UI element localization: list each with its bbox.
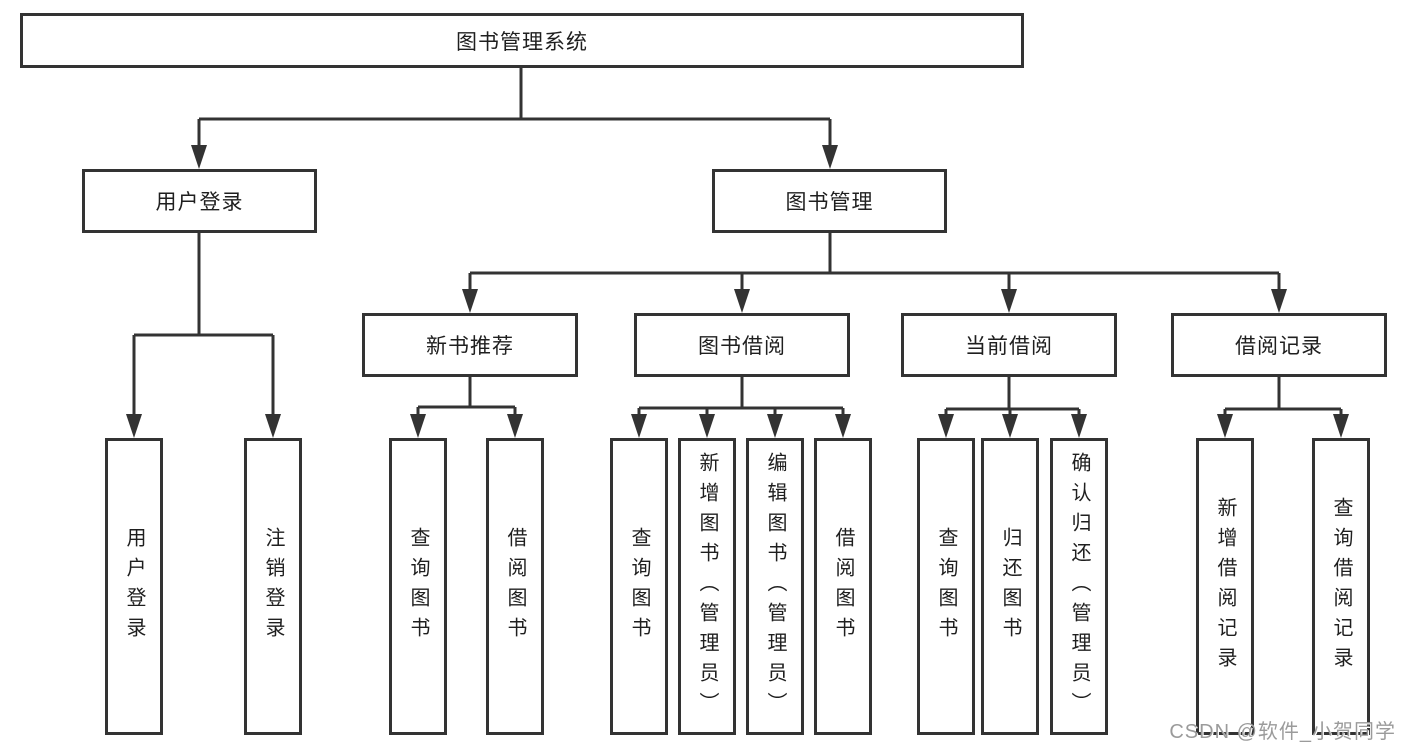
node-leaf-borrow-add-book: 新增图书（管理员） <box>678 438 736 735</box>
node-label: 查询图书 <box>628 526 650 647</box>
node-label: 借阅图书 <box>832 526 854 647</box>
node-current-borrowing: 当前借阅 <box>901 313 1117 377</box>
node-book-borrowing: 图书借阅 <box>634 313 850 377</box>
node-leaf-logout: 注销登录 <box>244 438 302 735</box>
node-leaf-newbook-borrow: 借阅图书 <box>486 438 544 735</box>
node-leaf-current-return: 归还图书 <box>981 438 1039 735</box>
node-root: 图书管理系统 <box>20 13 1024 68</box>
node-user-login: 用户登录 <box>82 169 317 233</box>
node-leaf-record-query: 查询借阅记录 <box>1312 438 1370 735</box>
watermark: CSDN @软件_小贺同学 <box>1169 721 1396 743</box>
node-label: 用户登录 <box>123 526 145 647</box>
node-label: 查询图书 <box>407 526 429 647</box>
node-leaf-newbook-query: 查询图书 <box>389 438 447 735</box>
node-borrow-records: 借阅记录 <box>1171 313 1387 377</box>
node-label: 新增图书（管理员） <box>696 451 718 722</box>
node-new-book-recommend: 新书推荐 <box>362 313 578 377</box>
node-label: 编辑图书（管理员） <box>764 451 786 722</box>
node-book-management: 图书管理 <box>712 169 947 233</box>
node-label: 查询图书 <box>935 526 957 647</box>
node-label: 查询借阅记录 <box>1330 496 1352 677</box>
node-label: 确认归还（管理员） <box>1068 451 1090 722</box>
node-label: 新增借阅记录 <box>1214 496 1236 677</box>
node-label: 归还图书 <box>999 526 1021 647</box>
node-leaf-borrow-borrow-book: 借阅图书 <box>814 438 872 735</box>
node-leaf-borrow-query: 查询图书 <box>610 438 668 735</box>
node-leaf-record-add: 新增借阅记录 <box>1196 438 1254 735</box>
arrowheads <box>126 145 1349 438</box>
node-leaf-borrow-edit-book: 编辑图书（管理员） <box>746 438 804 735</box>
node-label: 注销登录 <box>262 526 284 647</box>
node-leaf-current-query: 查询图书 <box>917 438 975 735</box>
node-leaf-user-login: 用户登录 <box>105 438 163 735</box>
node-label: 借阅图书 <box>504 526 526 647</box>
node-leaf-current-confirm-return: 确认归还（管理员） <box>1050 438 1108 735</box>
